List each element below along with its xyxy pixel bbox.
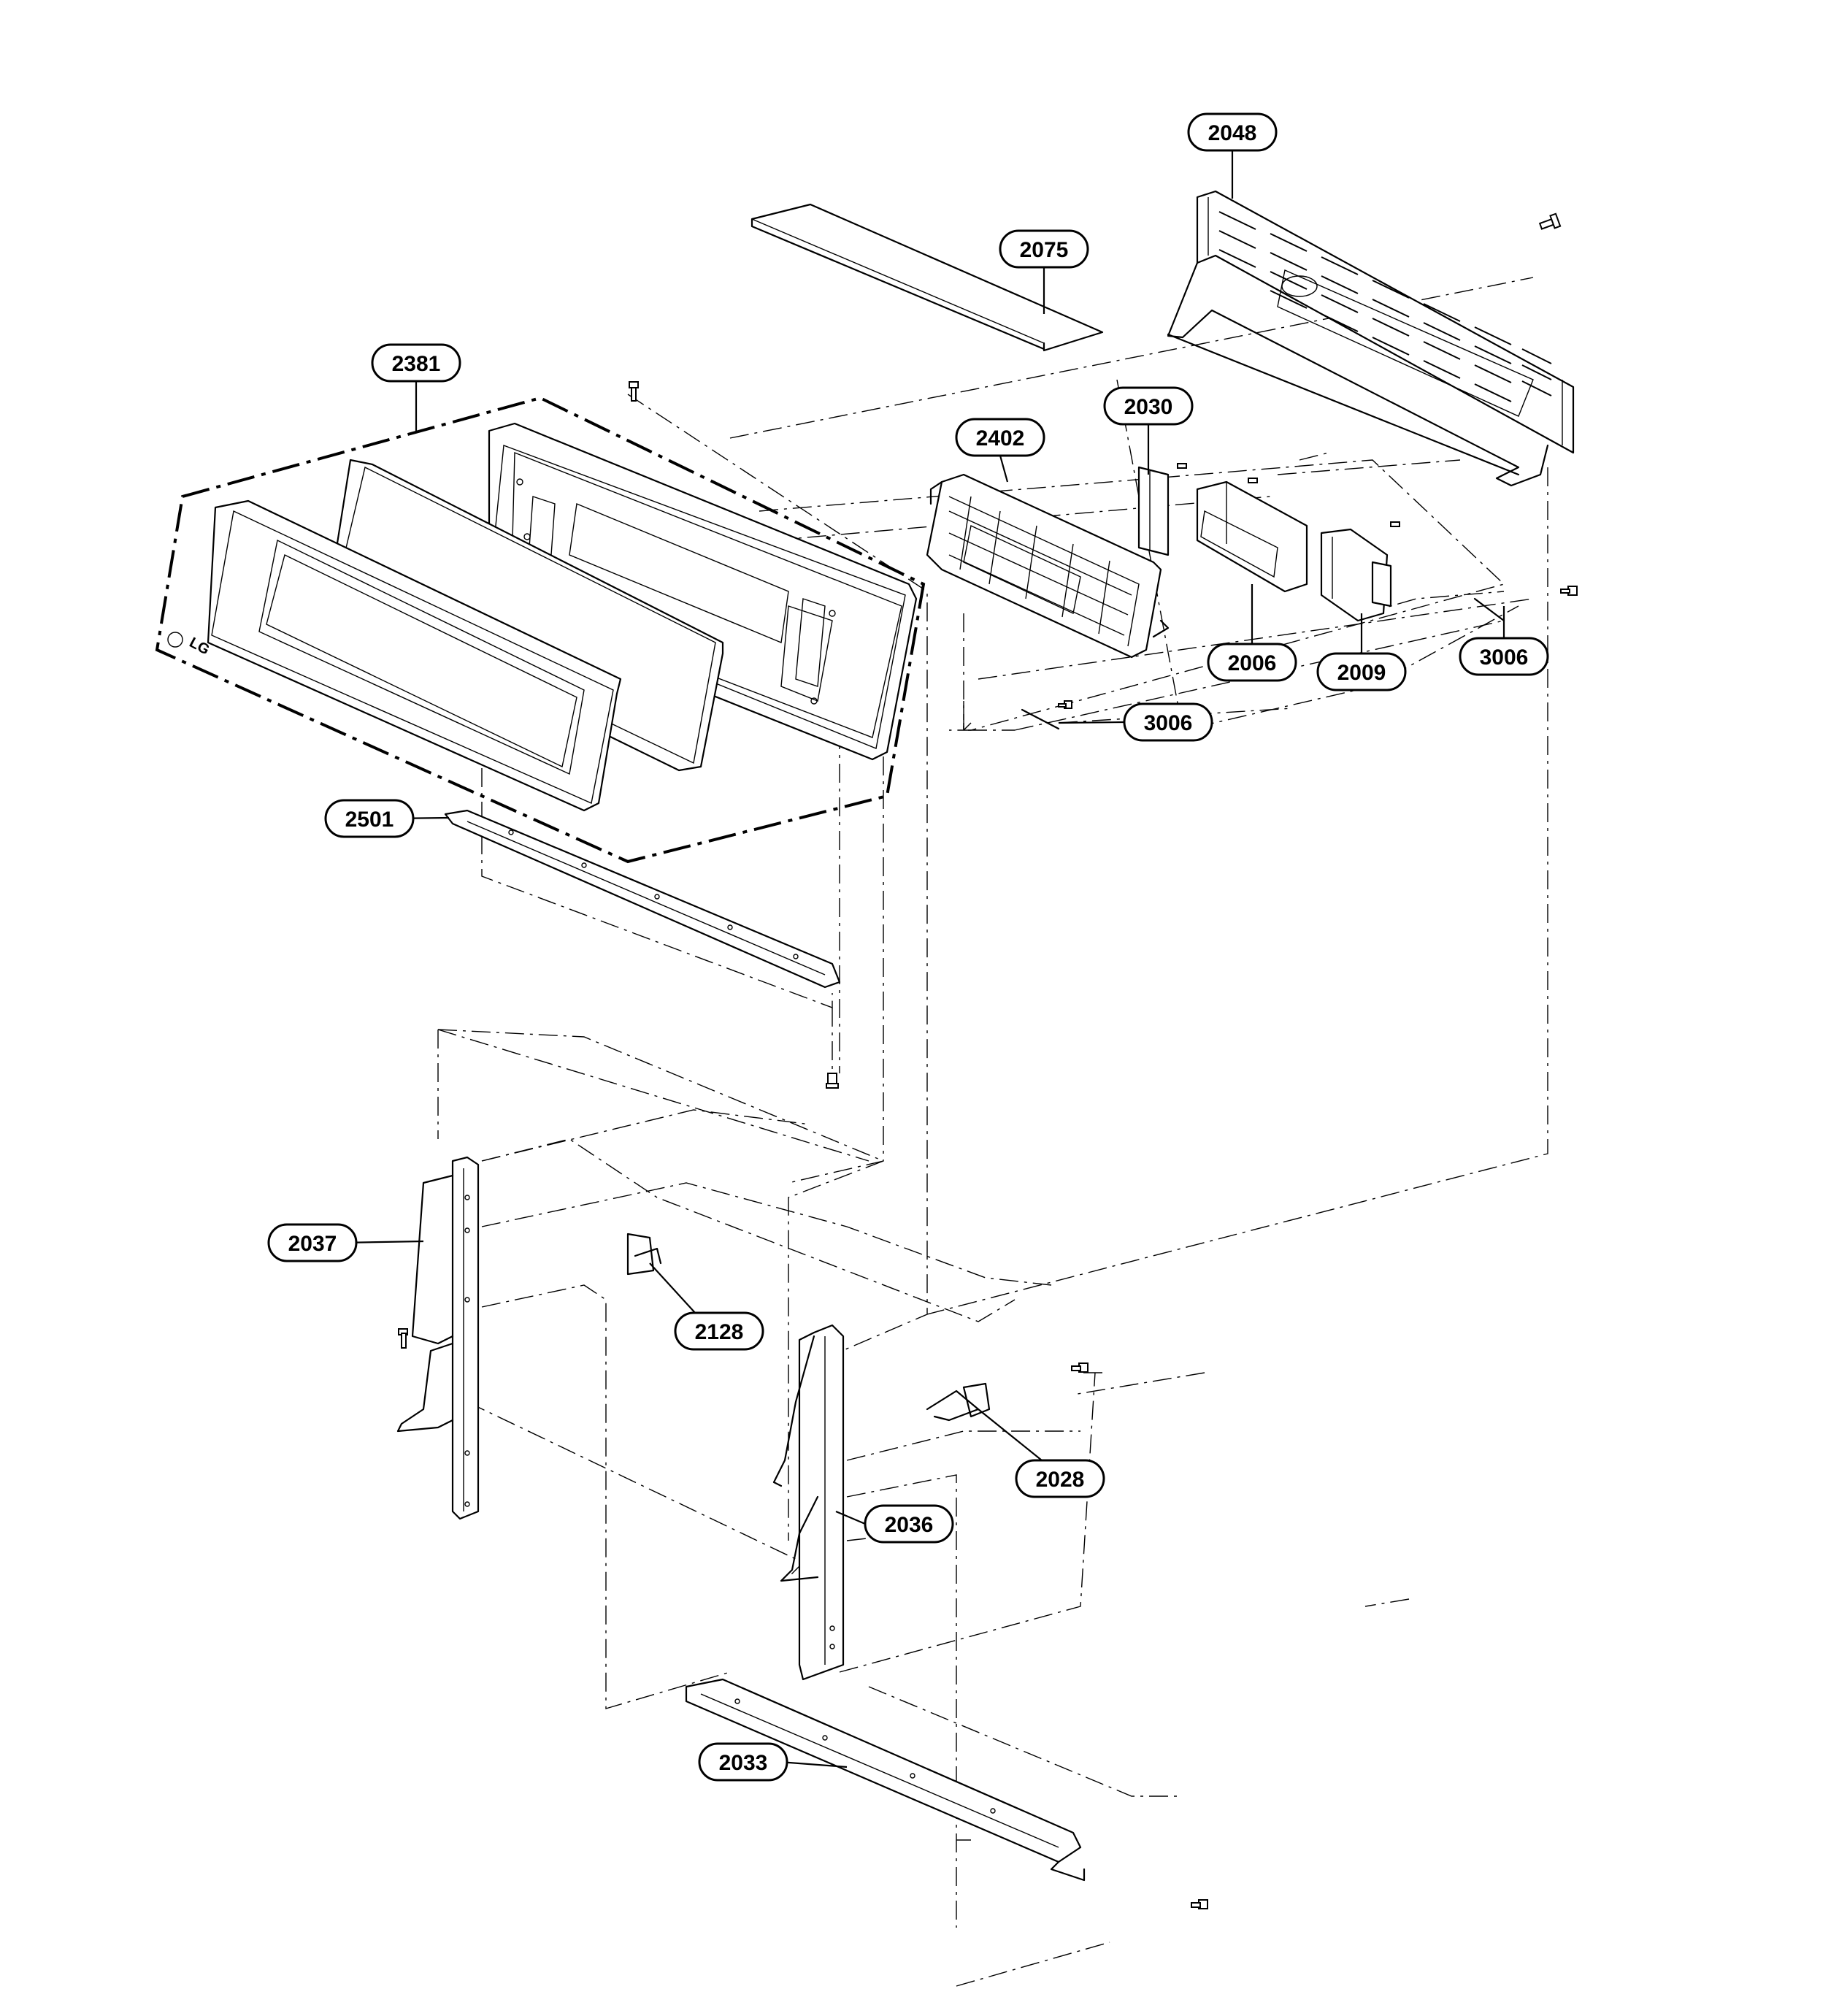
screw-icon (1248, 478, 1258, 483)
screw-icon (1071, 1362, 1089, 1373)
screw-icon (1538, 212, 1562, 230)
callout-3006-center: 3006 (1123, 702, 1213, 742)
screw-icon (1560, 586, 1578, 596)
part-2402-mounting-bracket (926, 473, 1170, 659)
callout-2402: 2402 (955, 418, 1045, 457)
callout-2128: 2128 (674, 1311, 764, 1351)
part-2036-right-side-bracket (772, 1324, 845, 1681)
screw-icon (629, 381, 639, 402)
callout-2501: 2501 (324, 799, 415, 838)
callout-2037: 2037 (267, 1223, 358, 1262)
svg-text:3006: 3006 (1144, 711, 1193, 735)
callout-3006-right: 3006 (1459, 637, 1549, 676)
callout-2009: 2009 (1316, 652, 1407, 691)
svg-text:2033: 2033 (719, 1751, 768, 1775)
svg-text:2036: 2036 (885, 1513, 934, 1537)
screw-icon (1177, 463, 1187, 469)
svg-text:2009: 2009 (1337, 661, 1386, 685)
svg-text:2028: 2028 (1036, 1468, 1085, 1492)
part-2048-rear-vent-panel (1167, 190, 1575, 487)
part-2501-trim-strip (444, 809, 841, 989)
callout-2033: 2033 (698, 1742, 788, 1782)
screw-icon (398, 1328, 408, 1349)
part-2028-clip (926, 1382, 991, 1422)
part-2033-bottom-rail (685, 1678, 1086, 1882)
svg-text:2030: 2030 (1124, 395, 1173, 419)
part-2006-enclosure (1196, 480, 1308, 593)
svg-text:2037: 2037 (288, 1232, 337, 1256)
svg-text:3006: 3006 (1480, 645, 1529, 670)
svg-text:2402: 2402 (976, 426, 1025, 451)
callout-2028: 2028 (1015, 1459, 1105, 1498)
part-2030-pcb-board (1137, 466, 1170, 556)
callout-2030: 2030 (1103, 386, 1194, 426)
screw-icon (826, 1073, 839, 1089)
callout-2006: 2006 (1207, 643, 1297, 682)
callout-2048: 2048 (1187, 112, 1278, 152)
part-2075-top-insulation-panel (750, 203, 1104, 352)
svg-text:2075: 2075 (1020, 238, 1069, 262)
screw-icon (1191, 1899, 1208, 1909)
part-2381-control-panel-assembly: LG (155, 396, 926, 864)
screw-icon (1058, 700, 1072, 709)
svg-text:2006: 2006 (1228, 651, 1277, 675)
assembly-boundary (155, 396, 926, 864)
callout-labels: 2048 2075 2381 2030 2402 2006 2009 3006 (267, 112, 1549, 1782)
callout-2381: 2381 (371, 343, 461, 383)
svg-text:2128: 2128 (695, 1320, 744, 1344)
screw-icon (1390, 521, 1400, 527)
svg-text:2381: 2381 (392, 352, 441, 376)
callout-2075: 2075 (999, 229, 1089, 269)
vent-slots (1218, 211, 1552, 402)
svg-text:2501: 2501 (345, 808, 394, 832)
part-2128-clip (626, 1233, 662, 1276)
part-2009-control-module (1320, 528, 1392, 622)
svg-text:2048: 2048 (1208, 121, 1257, 145)
callout-2036: 2036 (864, 1504, 954, 1544)
part-2037-left-side-bracket (396, 1156, 480, 1520)
screws (398, 212, 1578, 1909)
